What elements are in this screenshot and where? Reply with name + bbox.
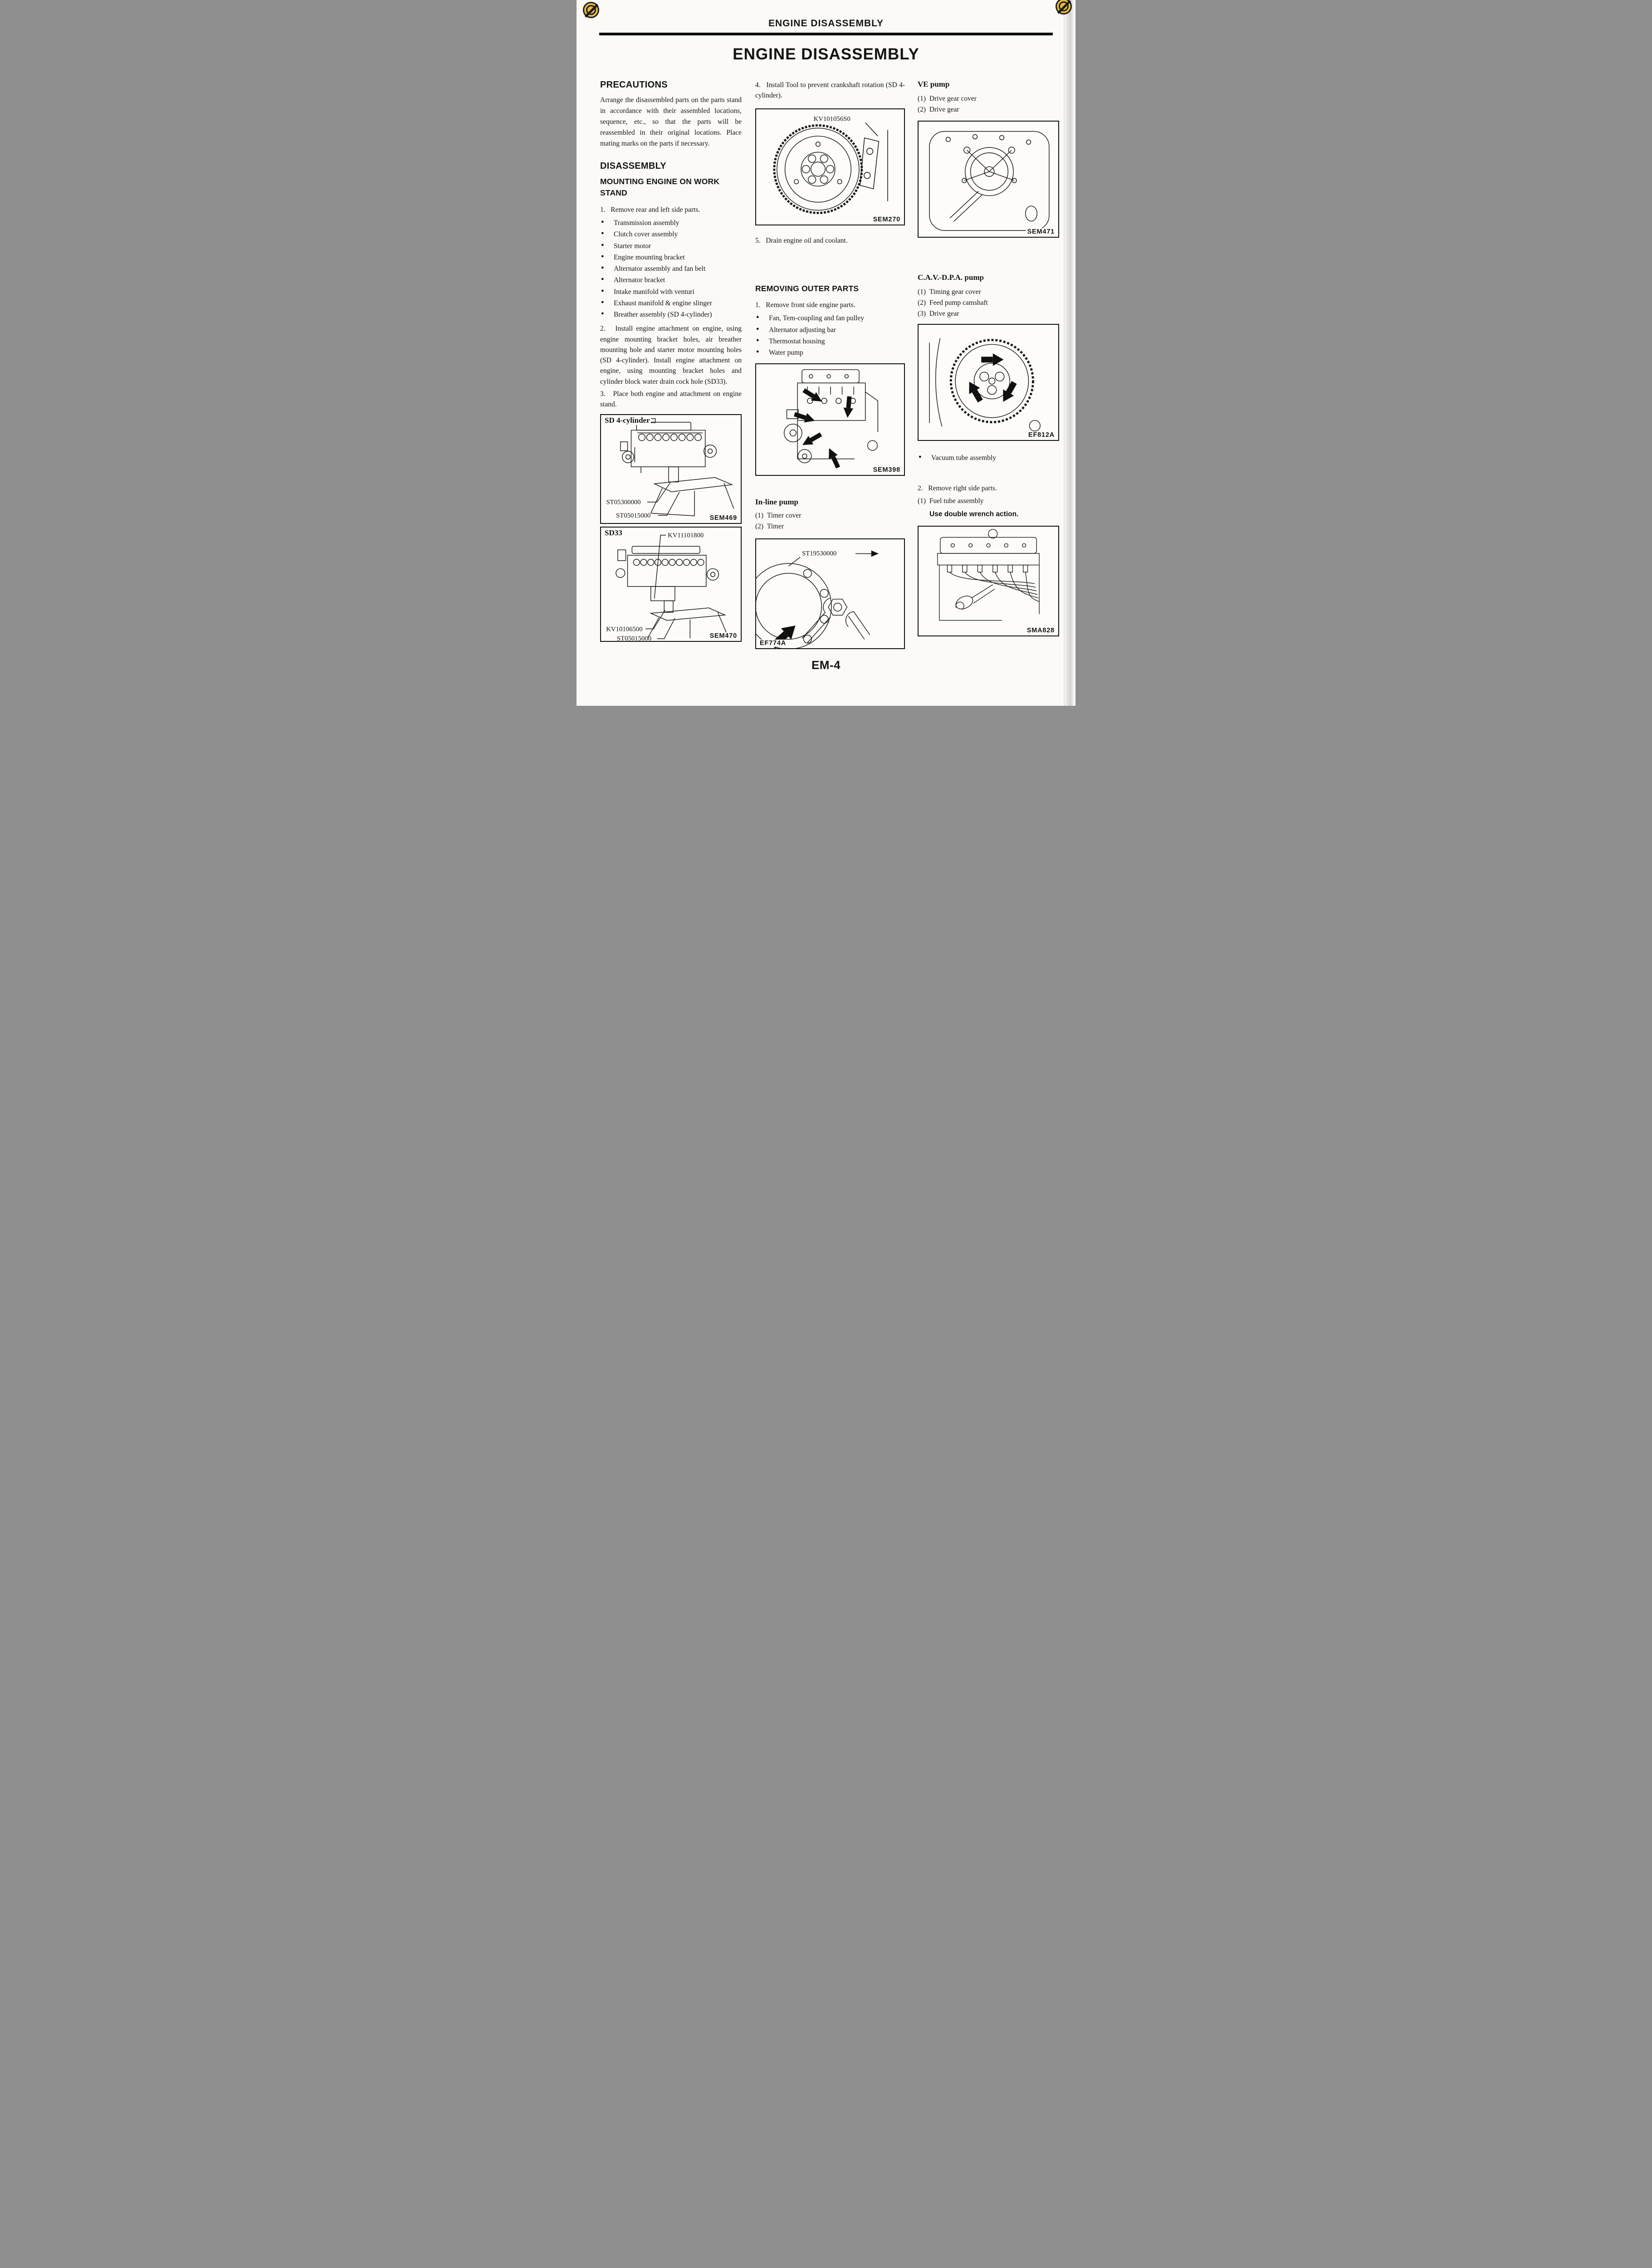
- numbered-item: (2) Timer: [755, 523, 784, 531]
- page-number: EM-4: [811, 658, 841, 672]
- middle-bullet-list: Fan, Tem-coupling and fan pulley Alterna…: [755, 313, 905, 358]
- list-item: Breather assembly (SD 4-cylinder): [600, 309, 742, 320]
- list-item: Intake manifold with venturi: [600, 287, 742, 297]
- page-title: ENGINE DISASSEMBLY: [733, 45, 919, 63]
- numbered-item: (1) Timing gear cover: [918, 288, 981, 296]
- header-rule: [599, 33, 1053, 35]
- step-2-right: 2. Remove right side parts.: [918, 484, 997, 493]
- engine-on-stand-illustration: KV11101800 KV10106500 ST05015000: [606, 532, 728, 641]
- punch-hole-icon-left: [583, 2, 599, 18]
- list-item: Clutch cover assembly: [600, 229, 742, 240]
- step-4: 4. Install Tool to prevent crankshaft ro…: [755, 81, 905, 100]
- scan-edge-shadow: [1064, 0, 1075, 706]
- punch-hole-icon-right: [1056, 0, 1072, 15]
- column-right: VE pump (1) Drive gear cover (2) Drive g…: [918, 80, 1059, 649]
- fig-wrench-tool-label: ST19530000: [802, 550, 836, 557]
- column-left: PRECAUTIONS Arrange the disassembled par…: [600, 80, 742, 649]
- flywheel-illustration: KV101056S0: [773, 115, 888, 214]
- engine-front-illustration: [783, 369, 879, 469]
- scan-edge-line: [1064, 0, 1065, 706]
- figure-engine-front-arrows: SEM398: [755, 363, 905, 476]
- numbered-item: (2) Feed pump camshaft: [918, 299, 988, 307]
- list-item: Transmission assembly: [600, 218, 742, 228]
- numbered-item: (2) Drive gear: [918, 106, 959, 114]
- figure-code: SEM270: [871, 215, 902, 223]
- fig-sd4-tool-label-2: ST05015000: [616, 513, 650, 520]
- figure-ve-pump: SEM471: [918, 121, 1059, 238]
- figure-flywheel-tool: KV101056S0 SEM270: [755, 108, 905, 225]
- vacuum-tube-item: Vacuum tube assembly: [918, 453, 1059, 463]
- figure-timer-wrench: ST19530000 EF774A: [755, 538, 905, 650]
- fuel-tube-item: (1) Fuel tube assembly: [918, 497, 984, 505]
- cav-dpa-pump-heading: C.A.V.-D.P.A. pump: [918, 273, 984, 282]
- figure-code: SEM471: [1026, 228, 1056, 236]
- double-wrench-note: Use double wrench action.: [929, 510, 1019, 518]
- numbered-item: (1) Timer cover: [755, 512, 802, 520]
- figure-fuel-tubes: SMA828: [918, 525, 1059, 636]
- fig-sd33-tool-label-1: KV10106500: [606, 626, 642, 633]
- precautions-heading: PRECAUTIONS: [600, 80, 668, 90]
- ve-pump-heading: VE pump: [918, 80, 950, 88]
- figure-code: SEM470: [708, 632, 738, 640]
- figure-sd4-engine-stand: SD 4-cylinder: [600, 414, 742, 524]
- manual-page: ENGINE DISASSEMBLY ENGINE DISASSEMBLY PR…: [577, 0, 1075, 706]
- list-item: Exhaust manifold & engine slinger: [600, 298, 742, 308]
- list-item: Alternator assembly and fan belt: [600, 264, 742, 274]
- mounting-heading: MOUNTING ENGINE ON WORK STAND: [600, 177, 720, 198]
- list-item: Alternator bracket: [600, 275, 742, 285]
- fig-sd33-tool-label-2: ST05015000: [617, 635, 651, 641]
- list-item: Alternator adjusting bar: [755, 325, 905, 335]
- step-1-left: 1. Remove rear and left side parts.: [600, 205, 700, 214]
- figure-code: SEM398: [871, 466, 902, 474]
- left-bullet-list: Transmission assembly Clutch cover assem…: [600, 218, 742, 320]
- figure-sd33-engine-stand: SD33: [600, 527, 742, 642]
- list-item: Fan, Tem-coupling and fan pulley: [755, 313, 905, 323]
- fig-sd33-tool-label-top: KV11101800: [668, 532, 704, 539]
- list-item: Engine mounting bracket: [600, 252, 742, 263]
- numbered-item: (1) Drive gear cover: [918, 95, 977, 103]
- precautions-body: Arrange the disassembled parts on the pa…: [600, 96, 742, 148]
- disassembly-heading: DISASSEMBLY: [600, 161, 666, 171]
- column-middle: 4. Install Tool to prevent crankshaft ro…: [755, 80, 905, 650]
- step-5: 5. Drain engine oil and coolant.: [755, 236, 848, 244]
- timing-gear-illustration: [929, 338, 1041, 432]
- content-columns: PRECAUTIONS Arrange the disassembled par…: [600, 80, 1059, 650]
- list-item: Starter motor: [600, 241, 742, 251]
- figure-code: EF812A: [1027, 431, 1056, 439]
- running-header: ENGINE DISASSEMBLY: [768, 18, 884, 29]
- figure-code: EF774A: [758, 640, 787, 647]
- figure-cav-timing-gear: EF812A: [918, 324, 1059, 441]
- numbered-item: (3) Drive gear: [918, 310, 959, 318]
- fig-flywheel-tool-label: KV101056S0: [814, 115, 850, 122]
- fuel-tube-illustration: [937, 528, 1040, 621]
- engine-on-stand-illustration: ST05300000 ST05015000: [606, 418, 734, 520]
- ve-pump-illustration: [929, 131, 1050, 231]
- wrench-on-timer-illustration: ST19530000: [756, 550, 879, 649]
- fig-sd4-tool-label-1: ST05300000: [606, 499, 640, 506]
- removing-outer-parts-heading: REMOVING OUTER PARTS: [755, 284, 859, 293]
- list-item: Thermostat housing: [755, 336, 905, 347]
- figure-sd4-label: SD 4-cylinder: [604, 416, 651, 425]
- inline-pump-heading: In-line pump: [755, 498, 798, 507]
- figure-code: SEM469: [708, 514, 738, 522]
- step-1-middle: 1. Remove front side engine parts.: [755, 301, 855, 309]
- step-2-left: 2. Install engine attachment on engine, …: [600, 325, 742, 386]
- step-3-left: 3. Place both engine and attachment on e…: [600, 390, 742, 409]
- figure-code: SMA828: [1025, 626, 1056, 634]
- figure-sd33-label: SD33: [604, 528, 623, 538]
- list-item: Water pump: [755, 347, 905, 358]
